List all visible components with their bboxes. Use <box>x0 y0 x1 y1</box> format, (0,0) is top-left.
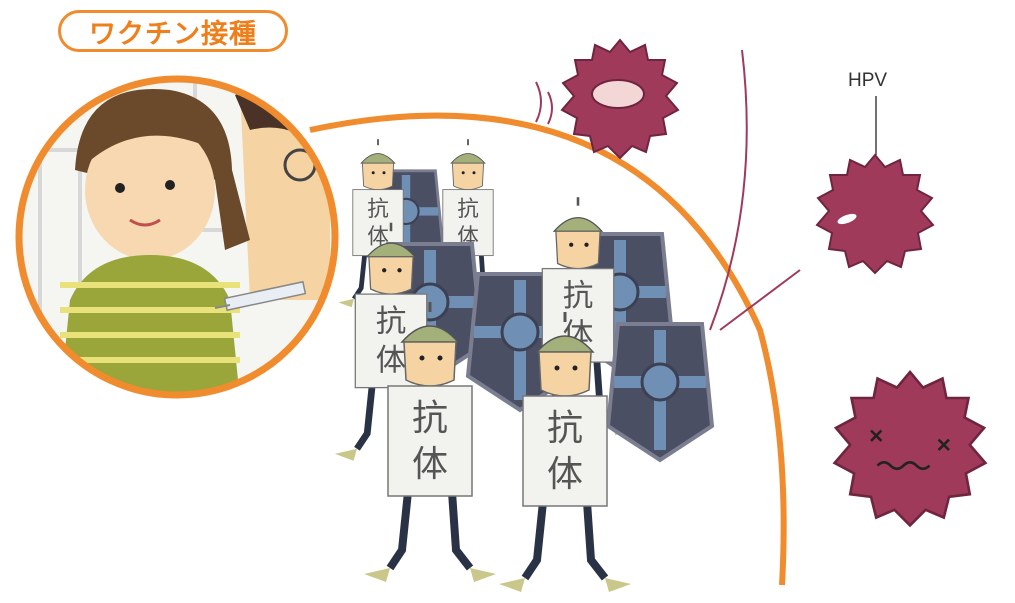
hpv-virus-defeated <box>833 370 987 527</box>
hpv-virus-fleeing <box>561 39 679 159</box>
vaccination-title-pill: ワクチン接種 <box>58 10 288 52</box>
hpv-virus-hit <box>816 154 934 274</box>
antibody-army <box>335 139 714 592</box>
motion-lines <box>535 49 801 331</box>
hpv-label: HPV <box>848 70 888 91</box>
vaccination-inset <box>15 75 339 399</box>
